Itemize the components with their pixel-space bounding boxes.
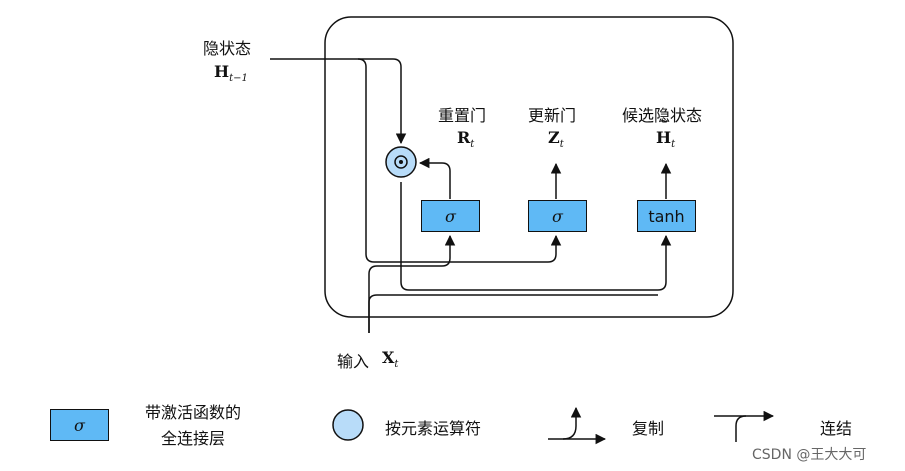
input-symbol-sub: t (394, 359, 399, 371)
candidate-label: 候选隐状态 (622, 106, 703, 125)
candidate-gate-box: tanh (637, 200, 696, 232)
candidate-symbol: Ht (656, 128, 675, 150)
elementwise-operator-ring (394, 155, 408, 169)
legend-fc-box: σ (50, 409, 109, 441)
reset-gate-box: σ (421, 200, 480, 232)
watermark: CSDN @王大大可 (752, 447, 867, 463)
legend-elementwise-circle (332, 409, 364, 441)
reset-gate-symbol-main: R (457, 128, 471, 147)
update-gate-symbol-sub: t (559, 139, 564, 151)
input-symbol-main: X (382, 348, 395, 367)
legend-fc-label-line1: 带激活函数的 (145, 403, 242, 422)
legend-elementwise-label: 按元素运算符 (385, 419, 482, 438)
candidate-symbol-sub: t (671, 139, 676, 151)
update-gate-symbol-main: Z (548, 128, 560, 147)
hidden-state-symbol-sub: t−1 (229, 73, 248, 85)
legend-fc-label-line2: 全连接层 (161, 429, 226, 448)
gate-outputs (550, 162, 672, 199)
hidden-state-label: 隐状态 (203, 39, 252, 58)
reset-gate-symbol: Rt (457, 128, 474, 150)
candidate-symbol-main: H (656, 128, 672, 147)
update-gate-label: 更新门 (528, 106, 577, 125)
candidate-tilde: ~ (659, 114, 670, 129)
legend-copy-icon (548, 406, 607, 445)
hidden-state-symbol: Ht−1 (214, 62, 248, 84)
gru-cell-box (324, 16, 734, 318)
reset-gate-label: 重置门 (438, 106, 487, 125)
legend-concat-icon (714, 410, 775, 442)
update-gate-box: σ (528, 200, 587, 232)
legend-copy-label: 复制 (632, 419, 665, 438)
legend-concat-label: 连结 (820, 419, 853, 438)
input-symbol: Xt (382, 348, 398, 370)
input-label: 输入 (337, 352, 370, 371)
reset-gate-symbol-sub: t (470, 139, 475, 151)
hidden-state-lines (270, 58, 672, 291)
hidden-state-symbol-main: H (214, 62, 230, 81)
elementwise-operator-dot (399, 160, 403, 164)
input-lines (368, 234, 658, 333)
update-gate-symbol: Zt (548, 128, 564, 150)
